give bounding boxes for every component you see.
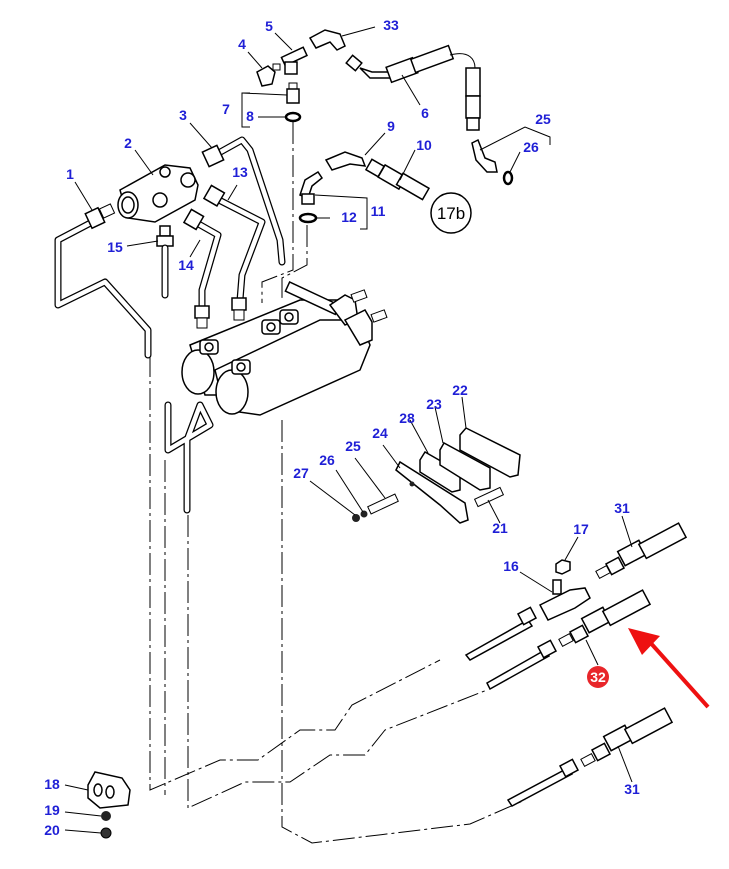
mid-fittings [298,151,431,224]
callout-24[interactable]: 24 [372,425,388,441]
phantom-line [261,122,294,303]
clamp-parts [87,771,131,839]
callout-8[interactable]: 8 [246,108,254,124]
part-15-bleed [156,225,174,299]
pipe-lower-left [164,401,214,514]
callout-31-lower[interactable]: 31 [624,781,640,797]
callout-9[interactable]: 9 [387,118,395,134]
callout-27[interactable]: 27 [293,465,309,481]
callout-28[interactable]: 28 [399,410,415,426]
upper-fittings [256,29,514,186]
callout-labels: 1 2 3 4 5 6 7 8 9 10 11 12 13 14 15 16 1… [44,17,640,838]
callout-13[interactable]: 13 [232,164,248,180]
callout-7[interactable]: 7 [222,101,230,117]
callout-3[interactable]: 3 [179,107,187,123]
part-2-block [117,164,199,223]
callout-4[interactable]: 4 [238,36,246,52]
callout-2[interactable]: 2 [124,135,132,151]
phantom-line [149,355,441,791]
phantom-line [187,515,488,809]
phantom-line [281,420,526,844]
callout-16[interactable]: 16 [503,558,519,574]
callout-12[interactable]: 12 [341,209,357,225]
pipe-13 [202,184,266,321]
callout-6[interactable]: 6 [421,105,429,121]
pipe-14 [182,208,222,329]
right-pipes [464,522,688,807]
callout-11[interactable]: 11 [371,203,386,219]
callout-26-upper[interactable]: 26 [523,139,539,155]
bracket-parts [352,427,521,524]
callout-14[interactable]: 14 [178,257,194,273]
callout-25-lower[interactable]: 25 [345,438,361,454]
callout-32[interactable]: 32 [590,669,606,685]
callout-5[interactable]: 5 [265,18,273,34]
callout-15[interactable]: 15 [107,239,123,255]
master-cylinder [181,281,388,416]
callout-33[interactable]: 33 [383,17,399,33]
callout-32-highlight[interactable]: 32 [587,666,609,688]
reference-badge: 17b [430,192,472,234]
phantom-line [281,225,308,300]
highlight-arrow [628,628,710,709]
phantom-lines [149,122,526,844]
reference-badge-text: 17b [437,204,465,223]
callout-17[interactable]: 17 [573,521,589,537]
leader-lines [64,26,633,834]
callout-10[interactable]: 10 [416,137,432,153]
callout-18[interactable]: 18 [44,776,60,792]
callout-26-lower[interactable]: 26 [319,452,335,468]
pipe-3 [201,136,286,266]
callout-31-upper[interactable]: 31 [614,500,630,516]
pipe-1 [54,203,152,359]
callout-22[interactable]: 22 [452,382,468,398]
callout-20[interactable]: 20 [44,822,60,838]
callout-19[interactable]: 19 [44,802,60,818]
callout-21[interactable]: 21 [492,520,508,536]
callout-25-upper[interactable]: 25 [535,111,551,127]
callout-1[interactable]: 1 [66,166,74,182]
callout-23[interactable]: 23 [426,396,442,412]
